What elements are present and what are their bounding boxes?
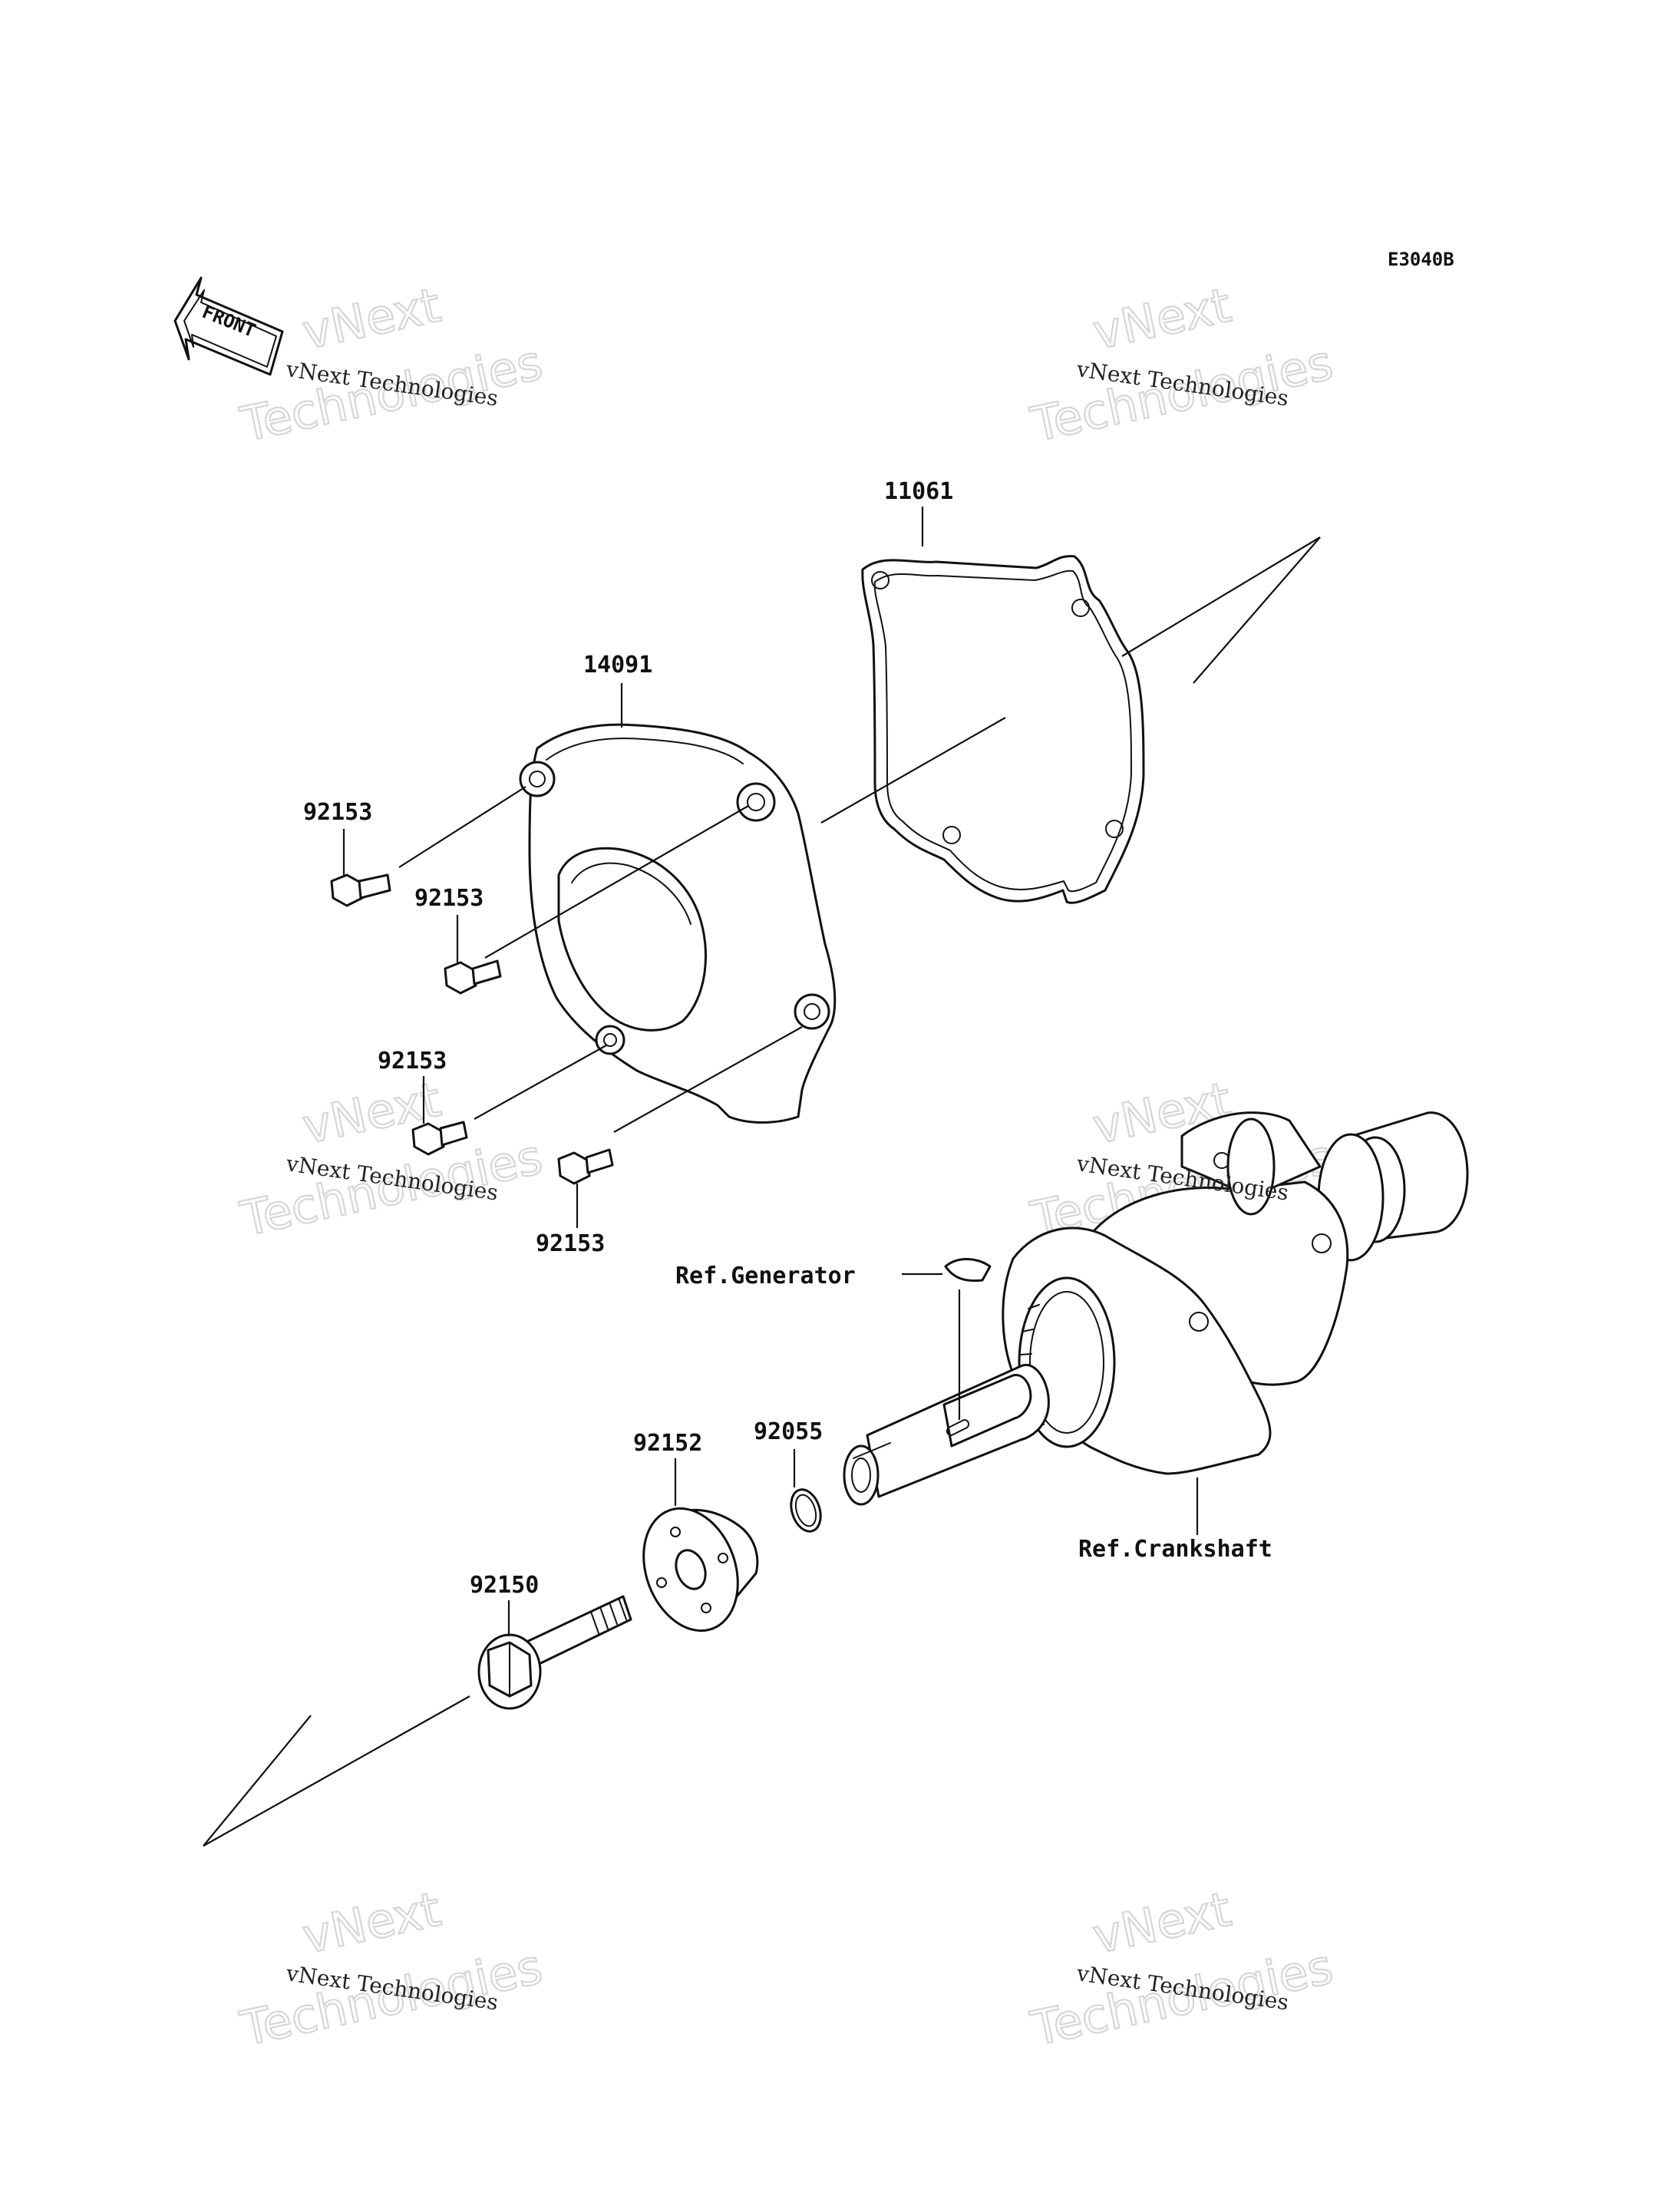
front-arrow-icon: FRONT <box>173 276 284 376</box>
ref-generator-label: Ref.Generator <box>675 1263 856 1289</box>
bolt-b <box>444 805 749 995</box>
watermark-top-left: vNext Technologies <box>235 276 548 454</box>
o-ring <box>790 1488 822 1533</box>
part-number-bolt-a: 92153 <box>303 799 372 826</box>
watermark-top-right: vNext Technologies <box>1025 276 1338 454</box>
part-number-bolt-b: 92153 <box>414 885 484 912</box>
diagram-code: E3040B <box>1388 249 1454 270</box>
front-label: FRONT <box>200 301 259 342</box>
part-number-gasket: 11061 <box>884 478 953 505</box>
watermark-word-vnext: vNext <box>1088 1881 1236 1965</box>
watermark-word-vnext: vNext <box>298 1881 445 1965</box>
woodruff-key <box>944 1258 992 1283</box>
main-bolt <box>477 1595 632 1710</box>
gasket <box>861 555 1145 904</box>
bolt-a <box>330 786 526 907</box>
generator-cover <box>519 723 837 1124</box>
assembly-axis-lines <box>203 536 1321 1847</box>
part-number-main-bolt: 92150 <box>470 1572 539 1599</box>
part-number-cover: 14091 <box>583 652 652 678</box>
crankshaft <box>843 1111 1469 1506</box>
part-number-o-ring: 92055 <box>754 1418 823 1445</box>
watermark-bottom-left: vNext Technologies <box>235 1880 548 2058</box>
watermark-word-vnext: vNext <box>298 277 445 361</box>
part-number-flange: 92152 <box>633 1430 702 1457</box>
bolt-c <box>411 1045 607 1156</box>
flange-washer <box>642 1507 759 1633</box>
part-number-bolt-c: 92153 <box>378 1048 447 1075</box>
part-number-bolt-d: 92153 <box>536 1230 605 1257</box>
watermark-word-vnext: vNext <box>1088 277 1236 361</box>
ref-crankshaft-label: Ref.Crankshaft <box>1078 1536 1272 1563</box>
watermark-bottom-right: vNext Technologies <box>1025 1880 1338 2058</box>
bolt-d <box>557 1026 803 1228</box>
watermark-mid-left: vNext Technologies <box>235 1071 548 1248</box>
